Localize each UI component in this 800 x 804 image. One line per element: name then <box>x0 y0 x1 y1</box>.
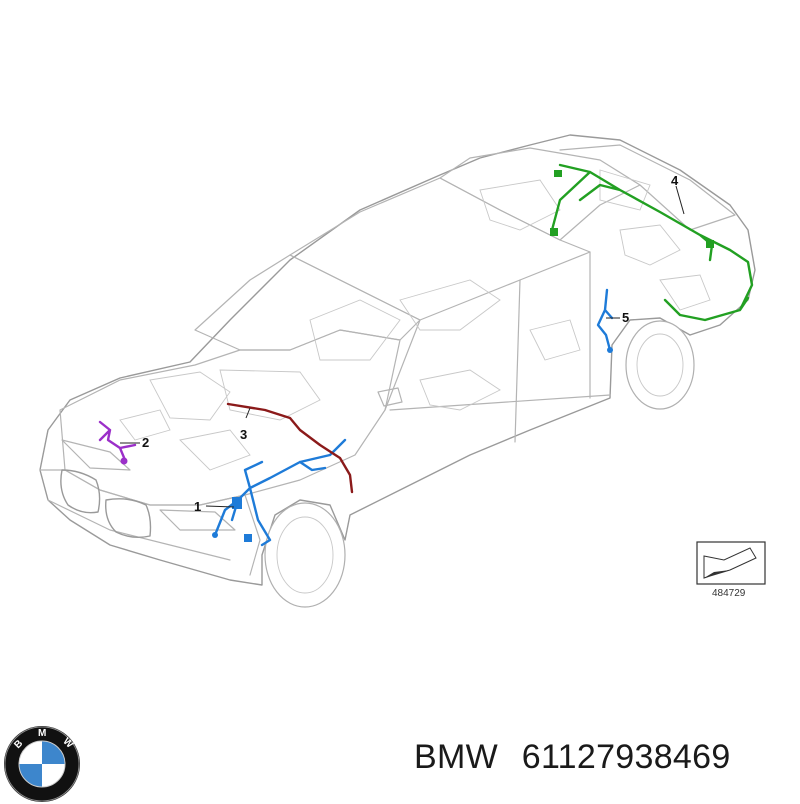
callout-3: 3 <box>240 407 251 442</box>
callout-5: 5 <box>606 310 629 325</box>
callout-2: 2 <box>120 435 149 450</box>
callout-1-label: 1 <box>194 499 201 514</box>
harness-5-rear-door <box>596 288 614 353</box>
callout-5-label: 5 <box>622 310 629 325</box>
figure-reference: 484729 <box>696 541 766 599</box>
figure-number: 484729 <box>712 588 746 599</box>
callout-4-label: 4 <box>671 173 679 188</box>
callout-4: 4 <box>671 173 685 215</box>
harness-1-engine-compartment <box>212 438 347 547</box>
arrow-indicator-icon <box>703 547 757 579</box>
callout-1: 1 <box>194 499 235 514</box>
brand-name: BMW <box>414 738 498 776</box>
harness-2-front <box>98 420 137 465</box>
bmw-roundel-icon: B M W <box>4 726 80 802</box>
part-number: 61127938469 <box>521 738 731 776</box>
front-wheel <box>264 502 346 608</box>
callout-3-label: 3 <box>240 427 247 442</box>
car-body-outline <box>39 134 756 586</box>
logo-letter-m: M <box>38 728 46 739</box>
callout-2-label: 2 <box>142 435 149 450</box>
rear-wheel <box>625 320 695 410</box>
harness-3-cowl <box>226 402 354 494</box>
harness-4-trunk <box>550 163 754 322</box>
part-caption: BMW 61127938469 <box>414 738 731 777</box>
